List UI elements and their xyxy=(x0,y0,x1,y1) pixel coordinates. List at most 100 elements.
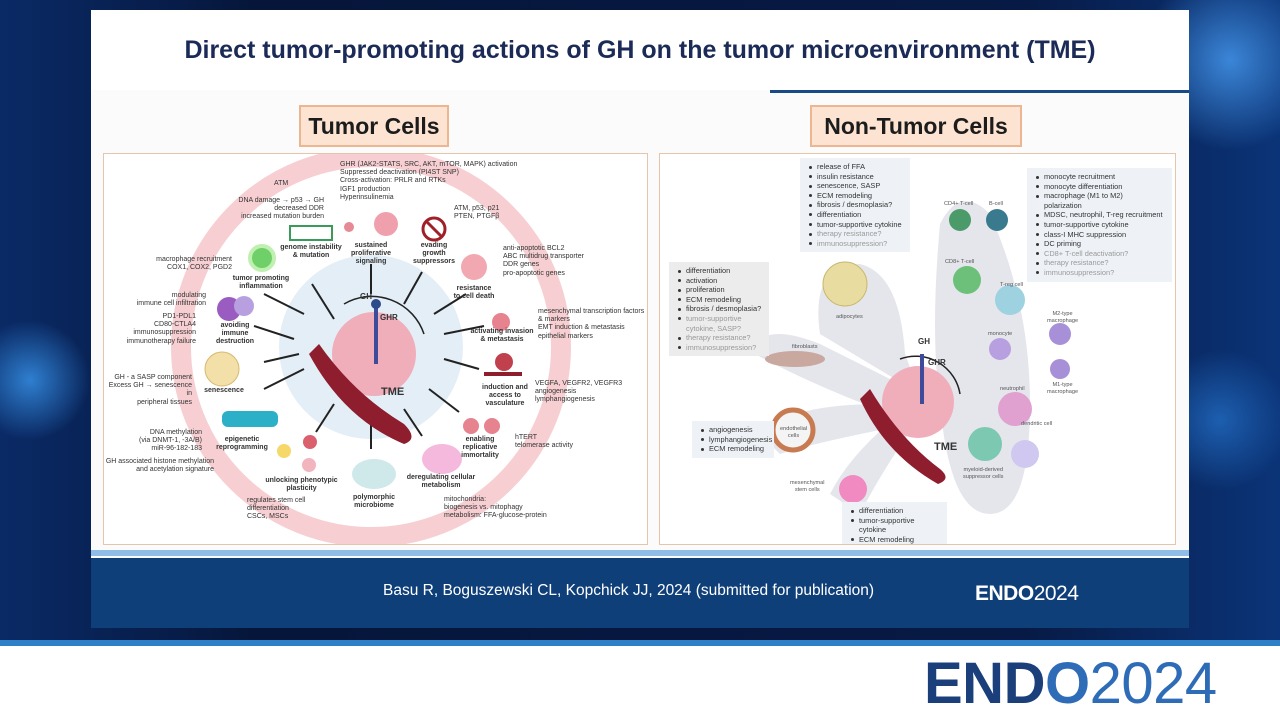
note-atm-p53: ATM, p53, p21 PTEN, PTGFβ xyxy=(454,205,500,221)
hallmark-icons xyxy=(204,212,522,489)
list-item: macrophage (M1 to M2) polarization xyxy=(1035,191,1166,210)
tme-label: TME xyxy=(381,386,405,398)
outer-ring xyxy=(171,154,571,544)
cd8-icon xyxy=(953,266,981,294)
list-item: MDSC, neutrophil, T-reg recruitment xyxy=(1035,210,1166,220)
note-mesenchymal: mesenchymal transcription factors & mark… xyxy=(538,308,645,340)
hallmark-label: resistance to cell death xyxy=(453,285,495,301)
list-item: senescence, SASP xyxy=(808,181,904,191)
hallmark-label: sustained proliferative signaling xyxy=(350,242,392,266)
hallmark-label: senescence xyxy=(204,387,244,394)
note-atm: ATM xyxy=(274,180,289,187)
list-item: tumor-supportive cytokine, SASP? xyxy=(677,314,763,333)
hallmarks-diagram xyxy=(171,154,571,544)
tumor-cells-header: Tumor Cells xyxy=(299,105,449,147)
slide: Direct tumor-promoting actions of GH on … xyxy=(91,10,1189,628)
list-item: insulin resistance xyxy=(808,172,904,182)
footer-divider xyxy=(91,550,1189,556)
list-item: ECM remodeling xyxy=(677,295,763,305)
citation: Basu R, Boguszewski CL, Kopchick JJ, 202… xyxy=(383,582,875,599)
list-item: lymphangiogenesis xyxy=(700,435,772,445)
list-item: therapy resistance? xyxy=(1035,258,1166,268)
list-item: therapy resistance? xyxy=(808,229,904,239)
tme-label: TME xyxy=(934,441,958,453)
note-stem-cell: regulates stem cell differentiation CSCs… xyxy=(247,497,306,521)
gh-molecule xyxy=(371,299,381,309)
tumor-mass xyxy=(882,366,954,438)
note-macrophage: macrophage recruitment COX1, COX2, PGD2 xyxy=(156,256,232,272)
hallmark-label: enabling replicative immortality xyxy=(461,436,499,460)
note-ghr-activation: GHR (JAK2-STATS, SRC, AKT, mTOR, MAPK) a… xyxy=(340,161,518,201)
list-item: immunosuppression? xyxy=(1035,268,1166,278)
cell-label-msc: mesenchymal stem cells xyxy=(790,480,825,493)
m1-icon xyxy=(1050,359,1070,379)
tumor-cells-panel: GHR (JAK2-STATS, SRC, AKT, mTOR, MAPK) a… xyxy=(103,153,648,545)
list-item: differentiation xyxy=(808,210,904,220)
cell-label-m2: M2-type macrophage xyxy=(1047,311,1079,324)
slide-title: Direct tumor-promoting actions of GH on … xyxy=(184,35,1096,64)
video-bottom-banner: ENDO2024 xyxy=(0,640,1280,720)
mdsc-icon xyxy=(968,427,1002,461)
ghr-label: GHR xyxy=(380,313,398,322)
list-item: ECM remodeling xyxy=(808,191,904,201)
list-item: tumor-supportive cytokine xyxy=(1035,220,1166,230)
hallmark-label: polymorphic microbiome xyxy=(352,494,395,510)
endo-logo-large: ENDO2024 xyxy=(924,651,1217,716)
hallmark-label: avoiding immune destruction xyxy=(215,322,255,346)
note-dna-damage: DNA damage → p53 → GH decreased DDR incr… xyxy=(238,197,324,221)
note-vegfa: VEGFA, VEGFR2, VEGFR3 angiogenesis lymph… xyxy=(535,380,623,404)
note-histone: GH associated histone methylation and ac… xyxy=(105,458,214,474)
list-item: DC priming xyxy=(1035,239,1166,249)
cell-label-dendritic: dendritic cell xyxy=(1021,421,1053,427)
cell-label-adipocytes: adipocytes xyxy=(836,314,863,320)
list-item: fibrosis / desmoplasia? xyxy=(677,304,763,314)
note-htert: hTERT telomerase activity xyxy=(515,434,573,450)
hallmark-label: activating invasion & metastasis xyxy=(470,328,534,344)
hallmark-label: evading growth suppressors xyxy=(412,242,456,266)
blood-vessel xyxy=(860,389,946,484)
bcell-icon xyxy=(986,209,1008,231)
cell-label-cd4: CD4+ T-cell xyxy=(944,201,974,207)
list-item: therapy resistance? xyxy=(677,333,763,343)
list-item: release of FFA xyxy=(808,162,904,172)
cd4-icon xyxy=(949,209,971,231)
note-pd1: PD1-PDL1 CD80-CTLA4 immunosuppression im… xyxy=(126,313,196,345)
list-item: monocyte differentiation xyxy=(1035,182,1166,192)
title-underline xyxy=(770,90,1189,93)
title-band: Direct tumor-promoting actions of GH on … xyxy=(91,10,1189,90)
list-item: monocyte recruitment xyxy=(1035,172,1166,182)
cell-label-endothelial: endothelial cells xyxy=(780,426,808,439)
cell-label-neutrophil: neutrophil xyxy=(1000,386,1025,392)
list-item: proliferation xyxy=(677,285,763,295)
hallmark-label: unlocking phenotypic plasticity xyxy=(265,477,338,493)
non-tumor-cells-header: Non-Tumor Cells xyxy=(810,105,1022,147)
msc-icon xyxy=(839,475,867,503)
list-item: tumor-supportive cytokine xyxy=(808,220,904,230)
ghr-label: GHR xyxy=(928,358,946,367)
list-item: CD8+ T-cell deactivation? xyxy=(1035,249,1166,259)
hallmark-label: tumor promoting inflammation xyxy=(232,275,290,291)
list-item: differentiation xyxy=(677,266,763,276)
cell-label-treg: T-reg cell xyxy=(1000,282,1024,288)
monocyte-icon xyxy=(989,338,1011,360)
cell-label-monocyte: monocyte xyxy=(988,331,1013,337)
note-mitochondria: mitochondria: biogenesis vs. mitophagy m… xyxy=(444,496,547,520)
note-modulating: modulating immune cell infiltration xyxy=(136,292,206,308)
note-apoptotic: anti-apoptotic BCL2 ABC multidrug transp… xyxy=(503,245,584,277)
treg-icon xyxy=(995,285,1025,315)
note-methylation: DNA methylation (via DNMT-1, -3A/B) miR-… xyxy=(138,429,202,453)
hallmark-label: genome instability & mutation xyxy=(280,244,342,260)
list-item: ECM remodeling xyxy=(700,444,768,454)
list-item: fibrosis / desmoplasia? xyxy=(808,200,904,210)
list-item: tumor-supportive cytokine xyxy=(850,516,941,535)
cell-label-m1: M1-type macrophage xyxy=(1047,382,1079,395)
neutrophil-icon xyxy=(998,392,1032,426)
list-item: immunosuppression? xyxy=(677,343,763,353)
list-item: angiogenesis xyxy=(700,425,768,435)
